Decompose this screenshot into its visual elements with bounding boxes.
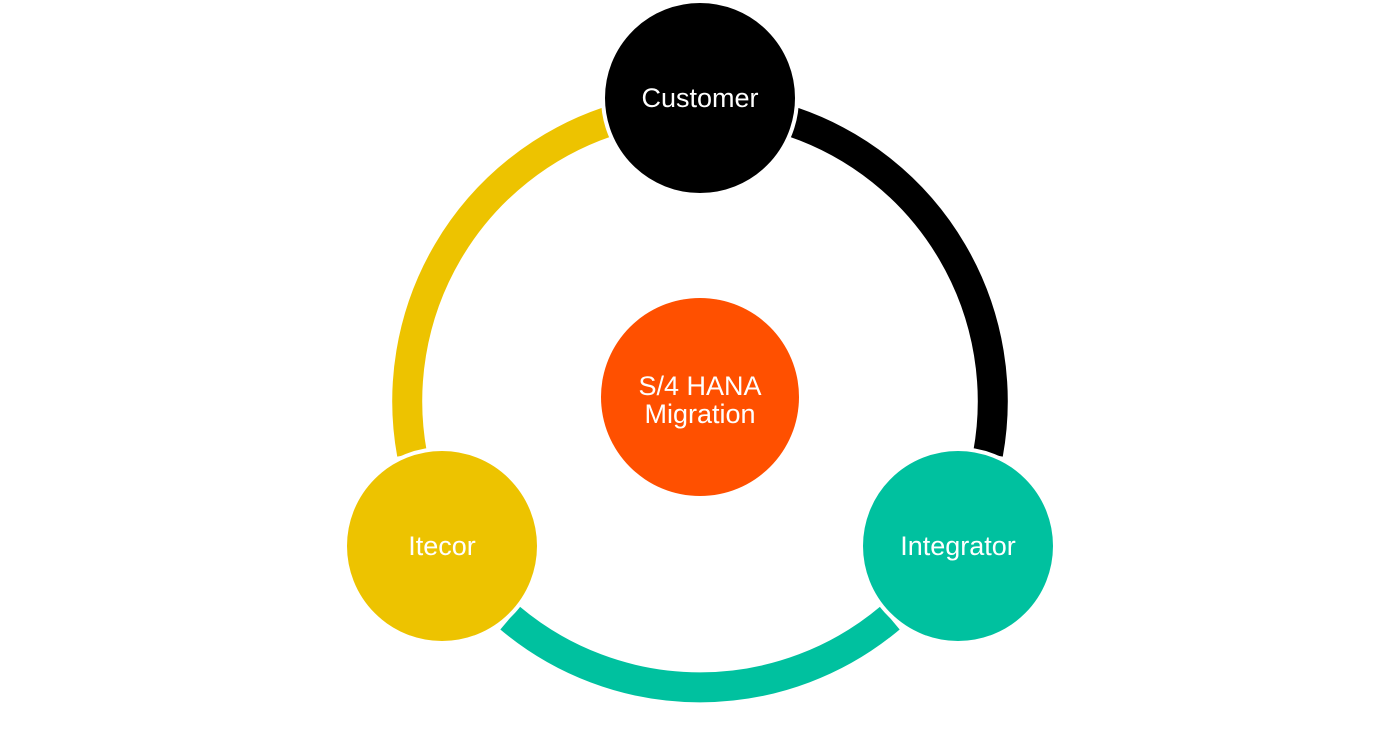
- node-itecor: Itecor: [343, 447, 541, 645]
- node-integrator-circle: [859, 447, 1057, 645]
- connector-itecor-to-customer: [392, 107, 612, 457]
- node-itecor-circle: [343, 447, 541, 645]
- node-customer-label: Customer: [641, 83, 758, 113]
- node-integrator: Integrator: [859, 447, 1057, 645]
- connector-integrator-to-itecor: [500, 606, 900, 703]
- center-label-line2: Migration: [644, 399, 755, 429]
- center-label-line1: S/4 HANA: [638, 371, 761, 401]
- connector-customer-to-integrator: [788, 107, 1008, 457]
- node-itecor-label: Itecor: [408, 531, 476, 561]
- center-circle: [601, 298, 799, 496]
- node-customer: Customer: [601, 0, 799, 197]
- node-integrator-label: Integrator: [900, 531, 1016, 561]
- node-customer-circle: [601, 0, 799, 197]
